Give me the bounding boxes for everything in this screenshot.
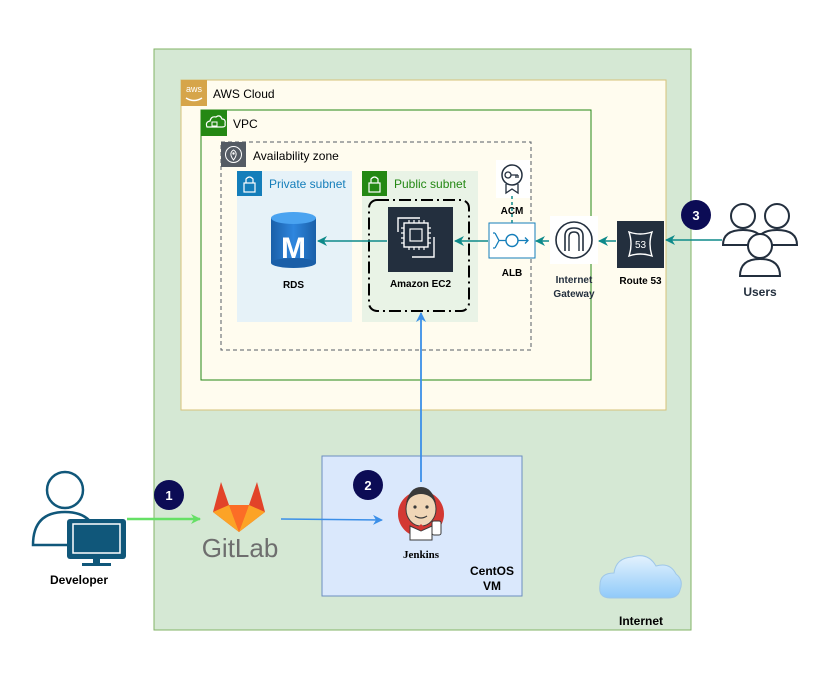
availability-zone-label: Availability zone [253,149,339,163]
igw-label-line1: Internet [556,275,593,286]
location-pin-icon [221,142,246,167]
gitlab-label: GitLab [202,533,279,563]
ec2-node: Amazon EC2 [388,207,453,290]
internet-node: Internet [599,555,682,628]
igw-label-line2: Gateway [553,289,595,300]
database-icon: M [271,212,316,268]
step-badge-3: 3 [681,200,711,230]
lock-icon [237,171,262,196]
vpc-cloud-icon [201,110,227,136]
aws-logo-text: aws [186,84,203,94]
rds-label: RDS [283,280,304,291]
private-subnet-label: Private subnet [269,177,346,191]
jenkins-node: Jenkins [398,487,444,561]
jenkins-butler-icon [398,487,444,541]
gitlab-to-jenkins-arrow [280,514,383,525]
ec2-label: Amazon EC2 [390,279,452,290]
route53-icon: 53 [617,221,664,268]
lock-icon [362,171,387,196]
step-badge-2: 2 [353,470,383,500]
certificate-icon [496,160,530,198]
centos-label-line2: VM [483,579,501,593]
vpc-group: VPC [200,109,592,381]
ec2-chip-icon [388,207,453,272]
route53-badge: 53 [635,240,647,251]
centos-label-line1: CentOS [470,564,514,578]
step-badge-1: 1 [154,480,184,510]
acm-node: ACM [496,160,530,217]
gateway-icon [550,216,598,264]
developer-label: Developer [50,573,108,587]
developer-node: Developer [31,470,126,587]
svg-text:M: M [281,232,306,265]
route53-label: Route 53 [619,276,662,287]
users-icon [721,203,799,277]
acm-label: ACM [501,206,524,217]
availability-zone-group: Availability zone [220,141,532,351]
aws-cloud-label: AWS Cloud [213,87,275,101]
rds-node: M RDS [271,212,316,291]
svg-text:2: 2 [364,478,371,493]
internet-label: Internet [619,614,663,628]
aws-logo-icon: aws [181,80,207,106]
cloud-icon [599,555,682,599]
load-balancer-icon [488,222,536,259]
gitlab-node: GitLab [202,482,279,563]
vpc-label: VPC [233,117,258,131]
jenkins-label: Jenkins [403,549,440,561]
developer-icon [31,470,126,566]
route53-node: 53 Route 53 [617,221,664,287]
ec2-group-frame [368,199,470,312]
users-node: Users [721,203,799,299]
gitlab-logo-icon [213,482,265,532]
internet-gateway-node: Internet Gateway [550,216,598,300]
svg-text:3: 3 [692,208,699,223]
svg-text:1: 1 [165,488,172,503]
alb-label: ALB [502,268,523,279]
alb-node: ALB [488,222,536,279]
public-subnet-label: Public subnet [394,177,467,191]
users-label: Users [743,285,777,299]
